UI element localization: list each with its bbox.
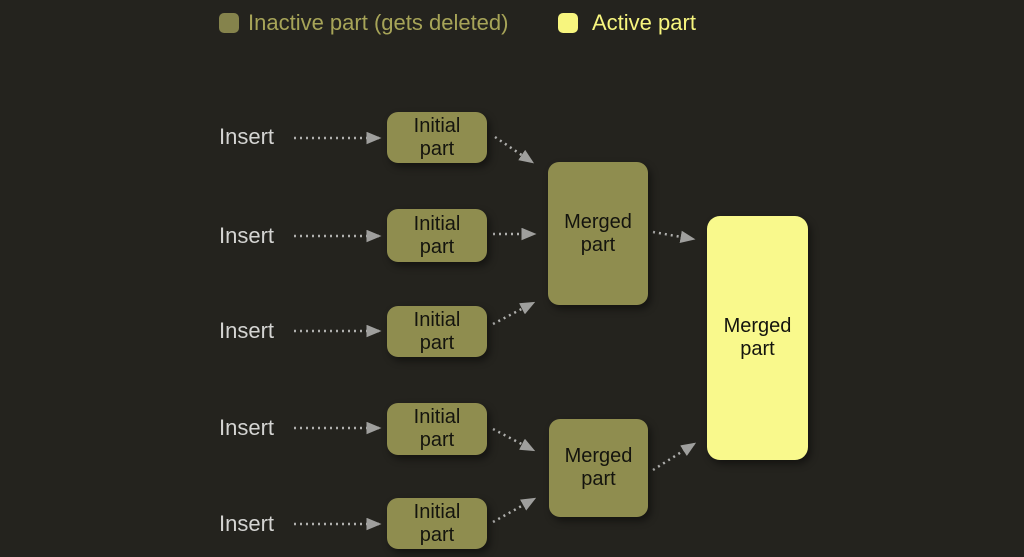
arrow-merged-2-to-final [652, 442, 697, 472]
merged-part-label: Merged part [564, 210, 632, 256]
arrow-initial-1-to-merged-1 [494, 135, 535, 164]
insert-label-5: Insert [219, 511, 275, 536]
initial-part-node-2: Initial part [387, 209, 487, 262]
merged-part-node-1: Merged part [548, 162, 648, 305]
merged-part-node-final: Merged part [707, 216, 808, 460]
initial-part-label: Initial part [413, 308, 461, 354]
initial-part-node-4: Initial part [387, 403, 487, 455]
merged-part-label: Merged part [564, 445, 633, 490]
arrow-initial-3-to-merged-1 [492, 301, 536, 326]
insert-label-2: Insert [219, 223, 275, 248]
initial-part-node-3: Initial part [387, 306, 487, 357]
initial-part-label: Initial part [413, 406, 461, 451]
insert-label-4: Insert [219, 415, 275, 440]
legend-active-swatch [558, 13, 578, 33]
insert-label-3: Insert [219, 318, 275, 343]
arrow-initial-4-to-merged-2 [492, 427, 536, 452]
legend-inactive-swatch [219, 13, 239, 33]
insert-label-1: Insert [219, 124, 275, 149]
merged-part-final-label: Merged part [723, 315, 792, 360]
initial-part-node-5: Initial part [387, 498, 487, 549]
legend-active-label: Active part [592, 10, 696, 35]
arrow-initial-5-to-merged-2 [492, 497, 537, 524]
initial-part-label: Initial part [413, 114, 461, 160]
initial-part-label: Initial part [413, 500, 461, 546]
initial-part-label: Initial part [413, 212, 461, 258]
legend-inactive-label: Inactive part (gets deleted) [248, 10, 509, 35]
merged-part-node-2: Merged part [549, 419, 648, 517]
arrow-merged-1-to-final [652, 230, 696, 244]
initial-part-node-1: Initial part [387, 112, 487, 163]
